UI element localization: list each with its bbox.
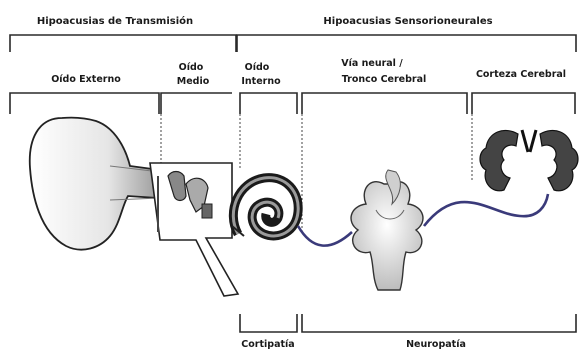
cortex-label: Corteza Cerebral (476, 69, 566, 80)
cochleopathy-label: Cortipatía (241, 339, 294, 350)
outer-ear-bracket (10, 93, 159, 114)
transmission-bracket (10, 35, 236, 52)
central-auditory-pathway (424, 194, 548, 226)
auditory-nerve (298, 226, 352, 246)
sensorineural-header: Hipoacusias Sensorioneurales (323, 16, 492, 27)
cortex-bracket (472, 93, 575, 114)
outer-ear-illustration (30, 118, 160, 250)
neuropathy-bracket (302, 314, 576, 332)
neuropathy-label: Neuropatía (406, 339, 466, 350)
inner-ear-bracket (240, 93, 297, 114)
middle-ear-illustration (150, 163, 238, 296)
cochleopathy-bracket (240, 314, 297, 332)
inner-ear-label-1: Oído (245, 62, 270, 73)
middle-ear-label-1: Oído (179, 62, 204, 73)
cochlea-illustration (232, 178, 298, 236)
sensorineural-bracket (237, 35, 576, 52)
transmission-header: Hipoacusias de Transmisión (37, 15, 193, 27)
neural-label-1: Vía neural / (341, 58, 403, 69)
neural-bracket (302, 93, 467, 114)
outer-ear-label: Oído Externo (51, 74, 121, 85)
middle-ear-bracket (161, 93, 232, 114)
brainstem-illustration (351, 170, 423, 290)
neural-label-2: Tronco Cerebral (342, 74, 427, 85)
inner-ear-label-2: Interno (241, 76, 281, 87)
cortex-illustration (480, 130, 578, 191)
middle-ear-label-2: Medio (177, 76, 210, 87)
